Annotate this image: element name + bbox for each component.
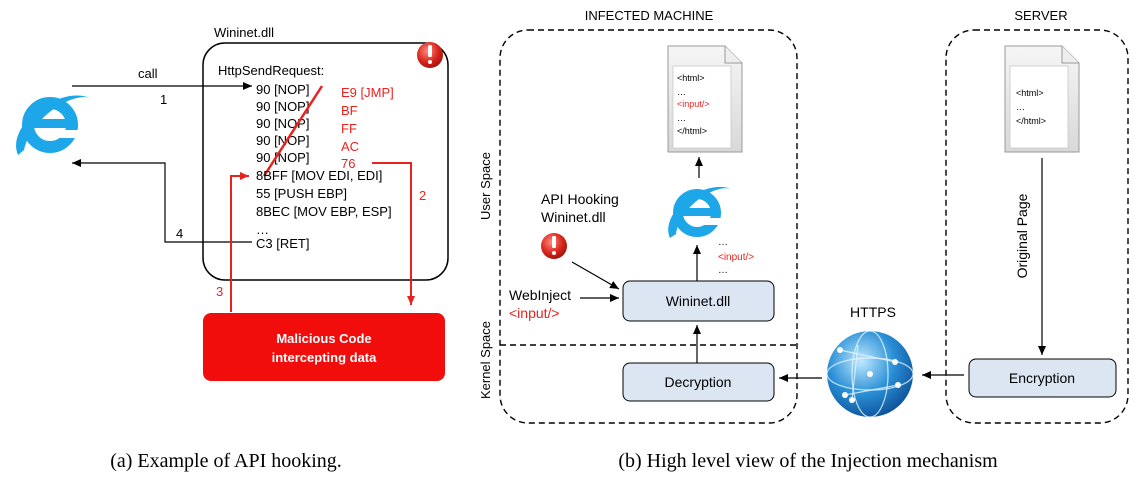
code-line-push-ebp: 55 [PUSH EBP]: [256, 186, 347, 201]
caption-b: (b) High level view of the Injection mec…: [618, 450, 998, 472]
function-name: HttpSendRequest:: [218, 63, 324, 78]
server-doc-html-close: </html>: [1016, 116, 1046, 126]
nop-line-4: 90 [NOP]: [256, 133, 309, 148]
arrow-back-from-malicious: [230, 172, 249, 312]
patch-line-2: BF: [341, 103, 358, 118]
webinject-label: WebInject: [509, 287, 571, 303]
wininet-dll-box: [202, 42, 449, 281]
panel-a: Wininet.dll call 1 HttpSendRequest: 90 […: [16, 25, 449, 472]
call-label: call: [138, 66, 158, 81]
stream-ellipsis-2: …: [718, 265, 728, 276]
step-1-label: 1: [160, 92, 167, 107]
malicious-line-2: intercepting data: [272, 350, 378, 365]
wininet-dll-box-b: [622, 280, 775, 322]
code-line-mov-ebp: 8BEC [MOV EBP, ESP]: [256, 204, 392, 219]
server-doc-ellipsis: …: [1016, 102, 1025, 112]
patch-line-5: 76: [341, 156, 355, 171]
stream-input-tag: <input/>: [718, 252, 754, 263]
globe-icon: [826, 330, 914, 418]
patch-line-3: FF: [341, 121, 357, 136]
warning-icon: [417, 42, 443, 68]
malicious-code-box: [203, 313, 445, 381]
doc-html-open: <html>: [677, 73, 705, 83]
nop-line-1: 90 [NOP]: [256, 82, 309, 97]
caption-a: (a) Example of API hooking.: [110, 450, 342, 472]
code-line-ellipsis: …: [256, 222, 269, 237]
nop-line-2: 90 [NOP]: [256, 99, 309, 114]
arrow-hook-to-wininet: [571, 261, 620, 290]
api-hooking-line-2: Wininet.dll: [541, 209, 606, 225]
infected-machine-title: INFECTED MACHINE: [585, 8, 714, 23]
warning-icon-b: [541, 233, 567, 259]
patch-line-1: E9 [JMP]: [341, 85, 394, 100]
doc-html-close: </html>: [677, 126, 707, 136]
decryption-box: [622, 362, 775, 402]
server-page-document: <html> … </html>: [1004, 45, 1080, 153]
code-line-ret: C3 [RET]: [256, 236, 309, 251]
doc-ellipsis-2: …: [677, 113, 686, 123]
nop-line-5: 90 [NOP]: [256, 150, 309, 165]
infected-machine-boundary: [499, 29, 798, 424]
kernel-space-label: Kernel Space: [478, 321, 493, 399]
arrow-return: [72, 159, 252, 243]
stream-ellipsis-1: …: [718, 237, 728, 248]
server-title: SERVER: [1014, 8, 1067, 23]
patch-line-4: AC: [341, 139, 359, 154]
step-2-label: 2: [419, 188, 426, 203]
ie-browser-icon: [16, 95, 90, 155]
decryption-box-label: Decryption: [665, 374, 732, 390]
panel-b: INFECTED MACHINE SERVER User Space Kerne…: [478, 8, 1129, 472]
api-hooking-line-1: API Hooking: [541, 191, 619, 207]
encryption-box: [968, 358, 1117, 398]
wininet-dll-title: Wininet.dll: [214, 25, 274, 40]
user-space-label: User Space: [478, 152, 493, 220]
original-page-label: Original Page: [1014, 193, 1030, 278]
step-4-label: 4: [176, 226, 183, 241]
nop-strike-line: [262, 85, 324, 177]
encryption-box-label: Encryption: [1009, 370, 1075, 386]
rendered-page-document: <html> … <input/> … </html>: [667, 45, 743, 153]
step-3-label: 3: [216, 284, 223, 299]
doc-input-tag: <input/>: [677, 99, 710, 109]
doc-ellipsis-1: …: [677, 87, 686, 97]
webinject-tag: <input/>: [509, 305, 560, 321]
code-line-mov-edi: 8BFF [MOV EDI, EDI]: [256, 168, 382, 183]
https-label: HTTPS: [850, 304, 896, 320]
ie-browser-icon-b: [668, 186, 731, 238]
arrow-jump-to-malicious: [372, 162, 415, 305]
server-doc-html-open: <html>: [1016, 88, 1044, 98]
server-boundary: [945, 29, 1129, 424]
wininet-dll-box-label: Wininet.dll: [666, 293, 731, 309]
malicious-line-1: Malicious Code: [276, 331, 371, 346]
